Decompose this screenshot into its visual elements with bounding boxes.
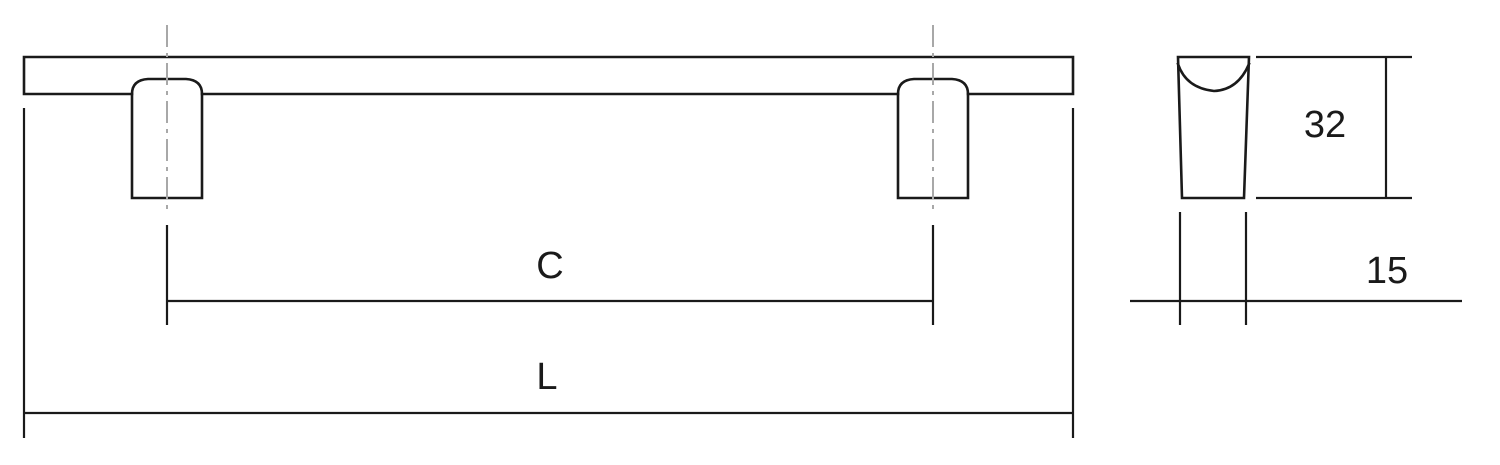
handle-bar xyxy=(22,55,1075,96)
side-view xyxy=(1176,55,1251,200)
left-leg xyxy=(130,77,204,200)
dimension-l: L xyxy=(22,108,1075,438)
width-label: 15 xyxy=(1366,250,1408,292)
side-profile-curve xyxy=(1176,62,1251,93)
l-label: L xyxy=(536,356,557,398)
right-leg xyxy=(896,77,970,200)
height-label: 32 xyxy=(1304,104,1346,146)
dimension-width: 15 xyxy=(1130,212,1462,325)
dimension-c: C xyxy=(165,225,935,325)
side-profile xyxy=(1176,55,1251,200)
c-label: C xyxy=(536,245,563,287)
front-view xyxy=(22,25,1075,212)
dimension-height: 32 xyxy=(1256,55,1412,200)
